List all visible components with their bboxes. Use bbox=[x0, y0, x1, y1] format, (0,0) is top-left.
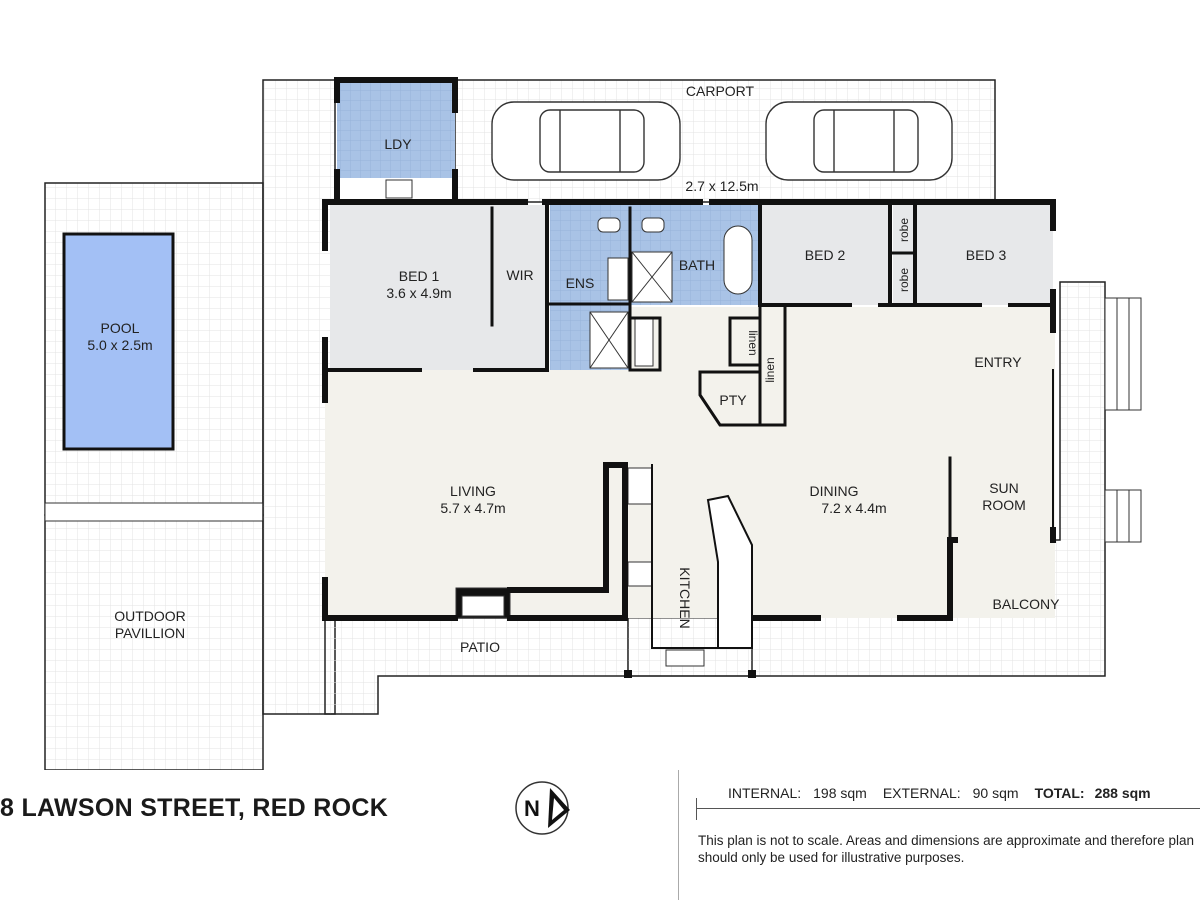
carport-label: CARPORT bbox=[686, 83, 755, 99]
carport-dims: 2.7 x 12.5m bbox=[685, 178, 758, 194]
pty-label: PTY bbox=[719, 392, 747, 408]
living-dims: 5.7 x 4.7m bbox=[440, 500, 505, 516]
sunroom-label-1: SUN bbox=[989, 480, 1019, 496]
patio-label: PATIO bbox=[460, 639, 500, 655]
kitchen-label: KITCHEN bbox=[677, 567, 693, 628]
patio-area bbox=[324, 617, 629, 715]
sunroom-label-2: ROOM bbox=[982, 497, 1026, 513]
bed3-label: BED 3 bbox=[966, 247, 1007, 263]
disclaimer-text: This plan is not to scale. Areas and dim… bbox=[698, 833, 1195, 865]
compass-letter: N bbox=[524, 796, 540, 821]
living-label: LIVING bbox=[450, 483, 496, 499]
bed1-dims: 3.6 x 4.9m bbox=[386, 285, 451, 301]
internal-area-label: INTERNAL: bbox=[728, 785, 802, 801]
ens-label: ENS bbox=[566, 275, 595, 291]
balcony-label: BALCONY bbox=[993, 596, 1061, 612]
pool-dims: 5.0 x 2.5m bbox=[87, 337, 152, 353]
linen-a-label: linen bbox=[746, 330, 760, 355]
entry-label: ENTRY bbox=[974, 354, 1022, 370]
divider-line bbox=[696, 808, 1200, 809]
entry-stairs bbox=[1104, 297, 1142, 543]
ldy-label: LDY bbox=[384, 136, 412, 152]
bed2-label: BED 2 bbox=[805, 247, 846, 263]
pavillion-beam bbox=[44, 502, 264, 522]
bath-label: BATH bbox=[679, 257, 715, 273]
pool bbox=[62, 232, 175, 451]
total-area-value: 288 sqm bbox=[1094, 785, 1151, 801]
outdoor-pavillion-area bbox=[44, 514, 264, 770]
external-area-label: EXTERNAL: bbox=[882, 785, 961, 801]
pool-label: POOL bbox=[101, 320, 140, 336]
dining-dims: 7.2 x 4.4m bbox=[821, 500, 886, 516]
divider-tick bbox=[696, 798, 697, 820]
property-address: 8 LAWSON STREET, RED ROCK bbox=[0, 794, 389, 822]
robe-a-label: robe bbox=[897, 218, 911, 242]
floor-plan: CARPORT 2.7 x 12.5m LDY BED 1 3.6 x 4.9m… bbox=[44, 77, 1142, 770]
bed1-label: BED 1 bbox=[399, 268, 440, 284]
pavillion-label-1: OUTDOOR bbox=[114, 608, 186, 624]
room-labels: CARPORT 2.7 x 12.5m LDY BED 1 3.6 x 4.9m… bbox=[87, 83, 1060, 655]
internal-area-value: 198 sqm bbox=[813, 785, 867, 801]
north-compass-icon: N bbox=[515, 781, 570, 835]
walls bbox=[322, 77, 1056, 649]
area-summary: INTERNAL: 198 sqm EXTERNAL: 90 sqm TOTAL: 288… bbox=[728, 785, 1151, 801]
car-1-icon bbox=[491, 101, 681, 181]
linen-b-label: linen bbox=[763, 357, 777, 382]
total-area-label: TOTAL: bbox=[1034, 785, 1085, 801]
pavillion-label-2: PAVILLION bbox=[115, 625, 185, 641]
wir-label: WIR bbox=[506, 267, 533, 283]
fixtures bbox=[385, 179, 753, 667]
car-2-icon bbox=[765, 101, 953, 181]
robe-b-label: robe bbox=[897, 268, 911, 292]
dining-label: DINING bbox=[810, 483, 859, 499]
external-area-value: 90 sqm bbox=[972, 785, 1019, 801]
divider bbox=[678, 770, 679, 900]
